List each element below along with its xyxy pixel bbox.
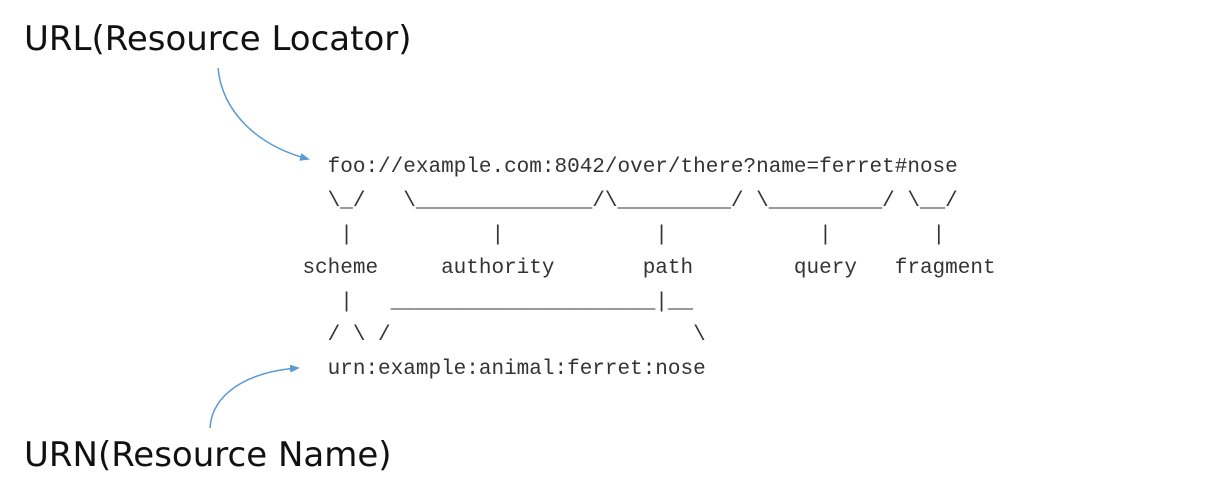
diagram-line-connectors: | | | | | [0, 224, 946, 247]
diagram-line-urn-connector: | _____________________|__ [0, 291, 694, 314]
diagram-line-url: foo://example.com:8042/over/there?name=f… [0, 156, 958, 179]
url-title: URL(Resource Locator) [24, 19, 412, 59]
urn-title: URN(Resource Name) [24, 435, 392, 475]
diagram-line-urn: urn:example:animal:ferret:nose [0, 358, 706, 381]
diagram-line-urn-branches: / \ / \ [0, 324, 706, 347]
diagram-line-brackets: \_/ \______________/\_________/ \_______… [0, 190, 958, 213]
diagram-line-component-labels: scheme authority path query fragment [0, 257, 996, 280]
